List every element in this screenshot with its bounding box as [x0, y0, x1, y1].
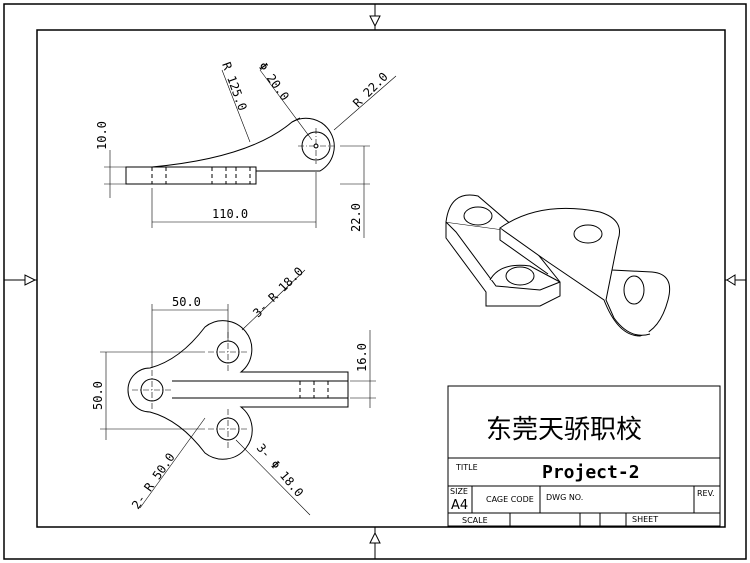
isometric-view — [445, 194, 671, 337]
dwg-no-label: DWG NO. — [546, 493, 583, 502]
centering-marks — [4, 4, 746, 559]
sheet-label: SHEET — [632, 515, 658, 524]
dim-radius-18-x3: 3- R 18.0 — [250, 264, 306, 320]
dim-length-110: 110.0 — [212, 207, 248, 221]
size-value: A4 — [451, 498, 468, 513]
top-view — [100, 269, 376, 516]
size-label: SIZE — [450, 487, 468, 496]
rev-label: REV. — [697, 489, 715, 498]
dim-height-16: 16.0 — [355, 343, 369, 372]
dim-height-50-left: 50.0 — [91, 381, 105, 410]
dim-height-10: 10.0 — [95, 121, 109, 150]
scale-label: SCALE — [462, 516, 488, 525]
front-view — [104, 69, 397, 238]
title-label: TITLE — [455, 463, 478, 472]
company-name: 东莞天骄职校 — [486, 415, 642, 445]
title-block-text: 东莞天骄职校 TITLE Project-2 SIZE A4 CAGE CODE… — [450, 415, 715, 525]
dim-dia-20: Φ 20.0 — [256, 60, 292, 104]
dim-radius-50-x2: 2- R 50.0 — [129, 450, 178, 511]
title-block — [447, 385, 721, 527]
dim-radius-22: R 22.0 — [350, 70, 391, 111]
dim-depth-22: 22.0 — [349, 203, 363, 232]
title-value: Project-2 — [542, 462, 640, 483]
dim-radius-125: R 125.0 — [219, 60, 249, 112]
dim-width-50-top: 50.0 — [172, 295, 201, 309]
inner-border — [36, 29, 726, 528]
cage-code-label: CAGE CODE — [486, 495, 534, 504]
dim-dia-18-x3: 3- Φ 18.0 — [254, 441, 307, 500]
top-view-dimension-labels: 50.0 3- R 18.0 16.0 50.0 2- R 50.0 3- Φ … — [91, 264, 369, 511]
